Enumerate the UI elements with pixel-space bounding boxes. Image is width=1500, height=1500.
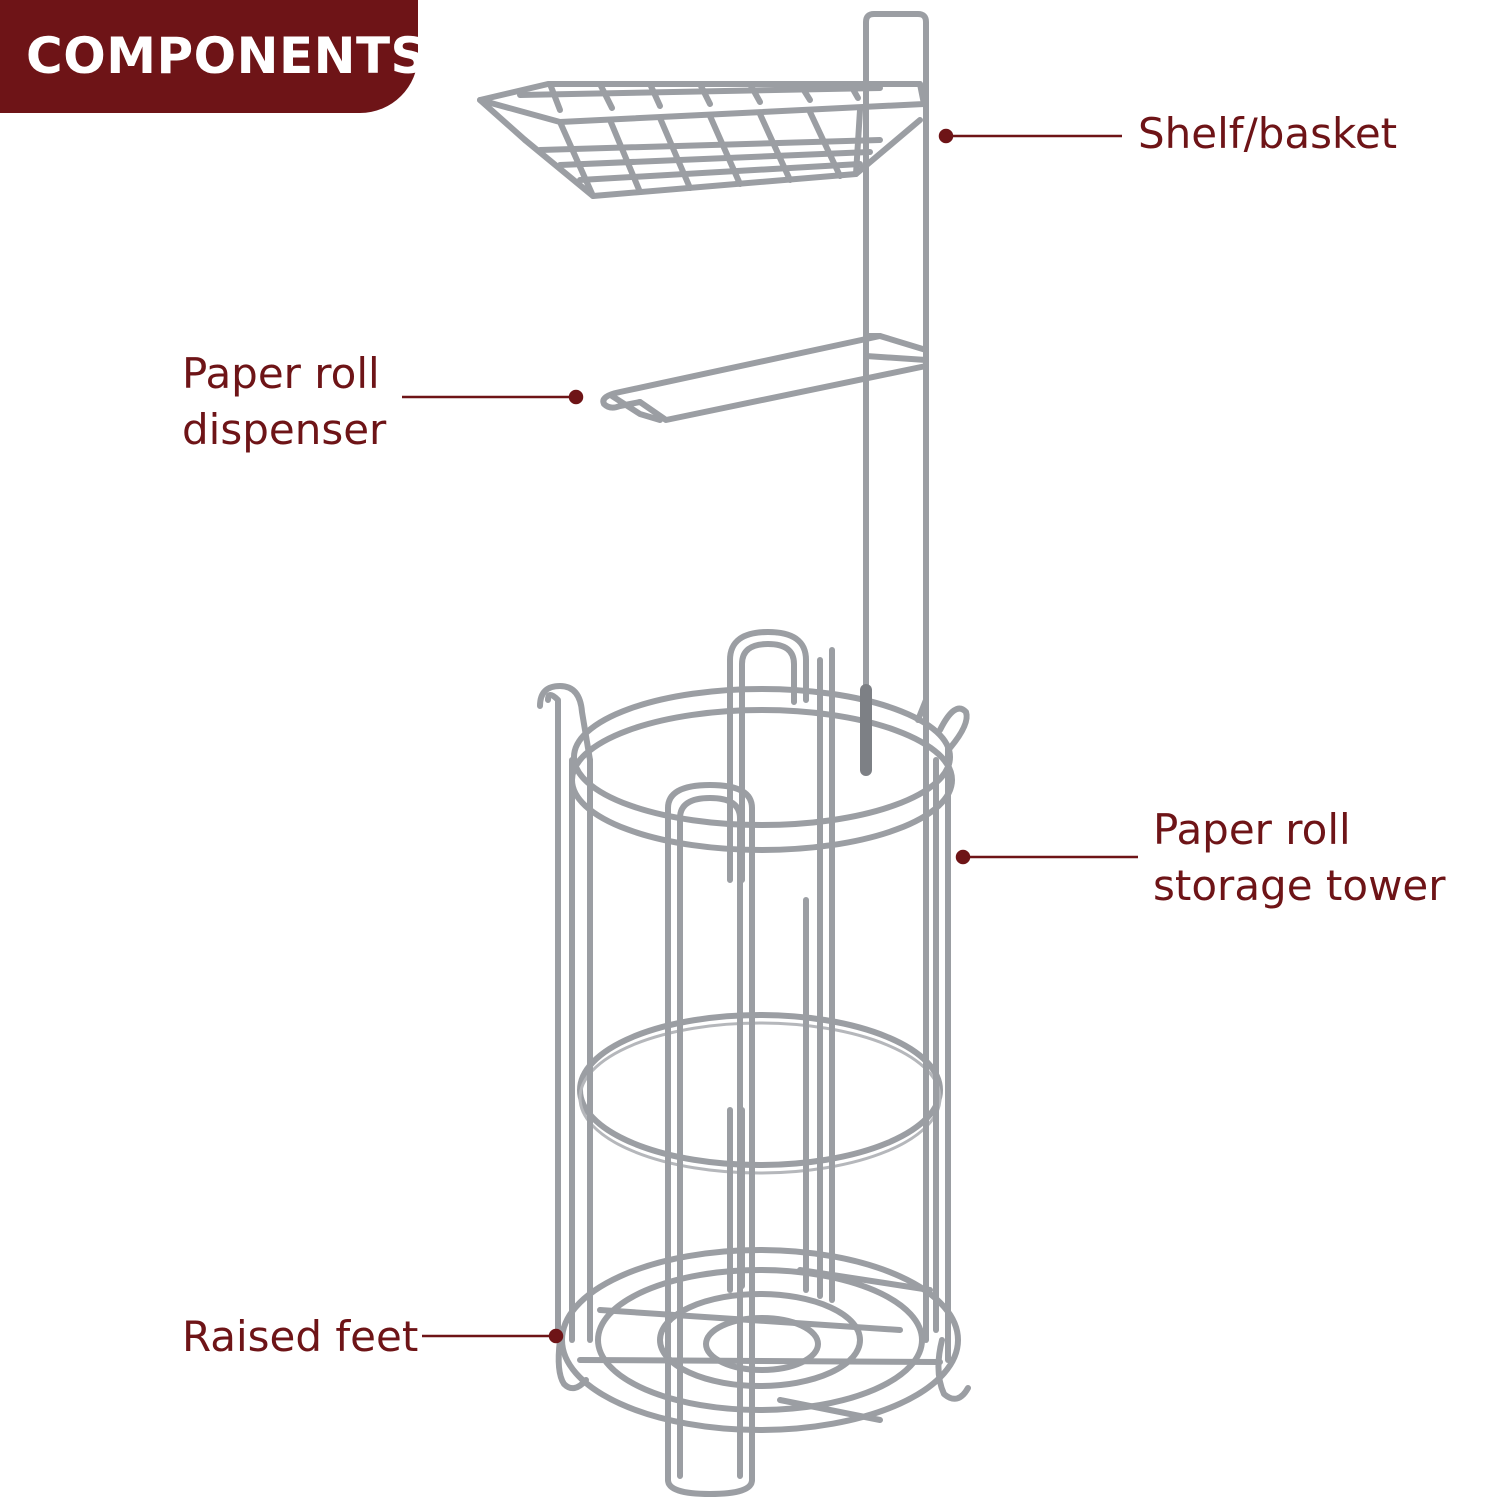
callout-dot-tower — [955, 849, 971, 865]
dispenser-arm-graphic — [600, 333, 929, 423]
callout-dot-dispenser — [568, 389, 584, 405]
label-shelf-text: Shelf/basket — [1138, 109, 1398, 158]
label-paper-roll-dispenser: Paper roll dispenser — [182, 346, 386, 458]
components-badge-text: COMPONENTS — [26, 27, 428, 85]
label-dispenser-line2: dispenser — [182, 405, 387, 454]
storage-tower-graphic — [537, 629, 971, 1497]
callout-dot-feet — [548, 1328, 564, 1344]
label-paper-roll-storage-tower: Paper roll storage tower — [1153, 802, 1446, 914]
label-dispenser-line1: Paper roll — [182, 349, 380, 398]
callout-dot-shelf — [938, 128, 954, 144]
components-badge: COMPONENTS — [0, 0, 427, 113]
shelf-basket-graphic — [477, 11, 929, 723]
label-shelf-basket: Shelf/basket — [1138, 106, 1397, 162]
label-tower-line1: Paper roll — [1153, 805, 1351, 854]
label-raised-feet: Raised feet — [182, 1309, 418, 1365]
label-tower-line2: storage tower — [1153, 861, 1446, 910]
label-feet-text: Raised feet — [182, 1312, 419, 1361]
